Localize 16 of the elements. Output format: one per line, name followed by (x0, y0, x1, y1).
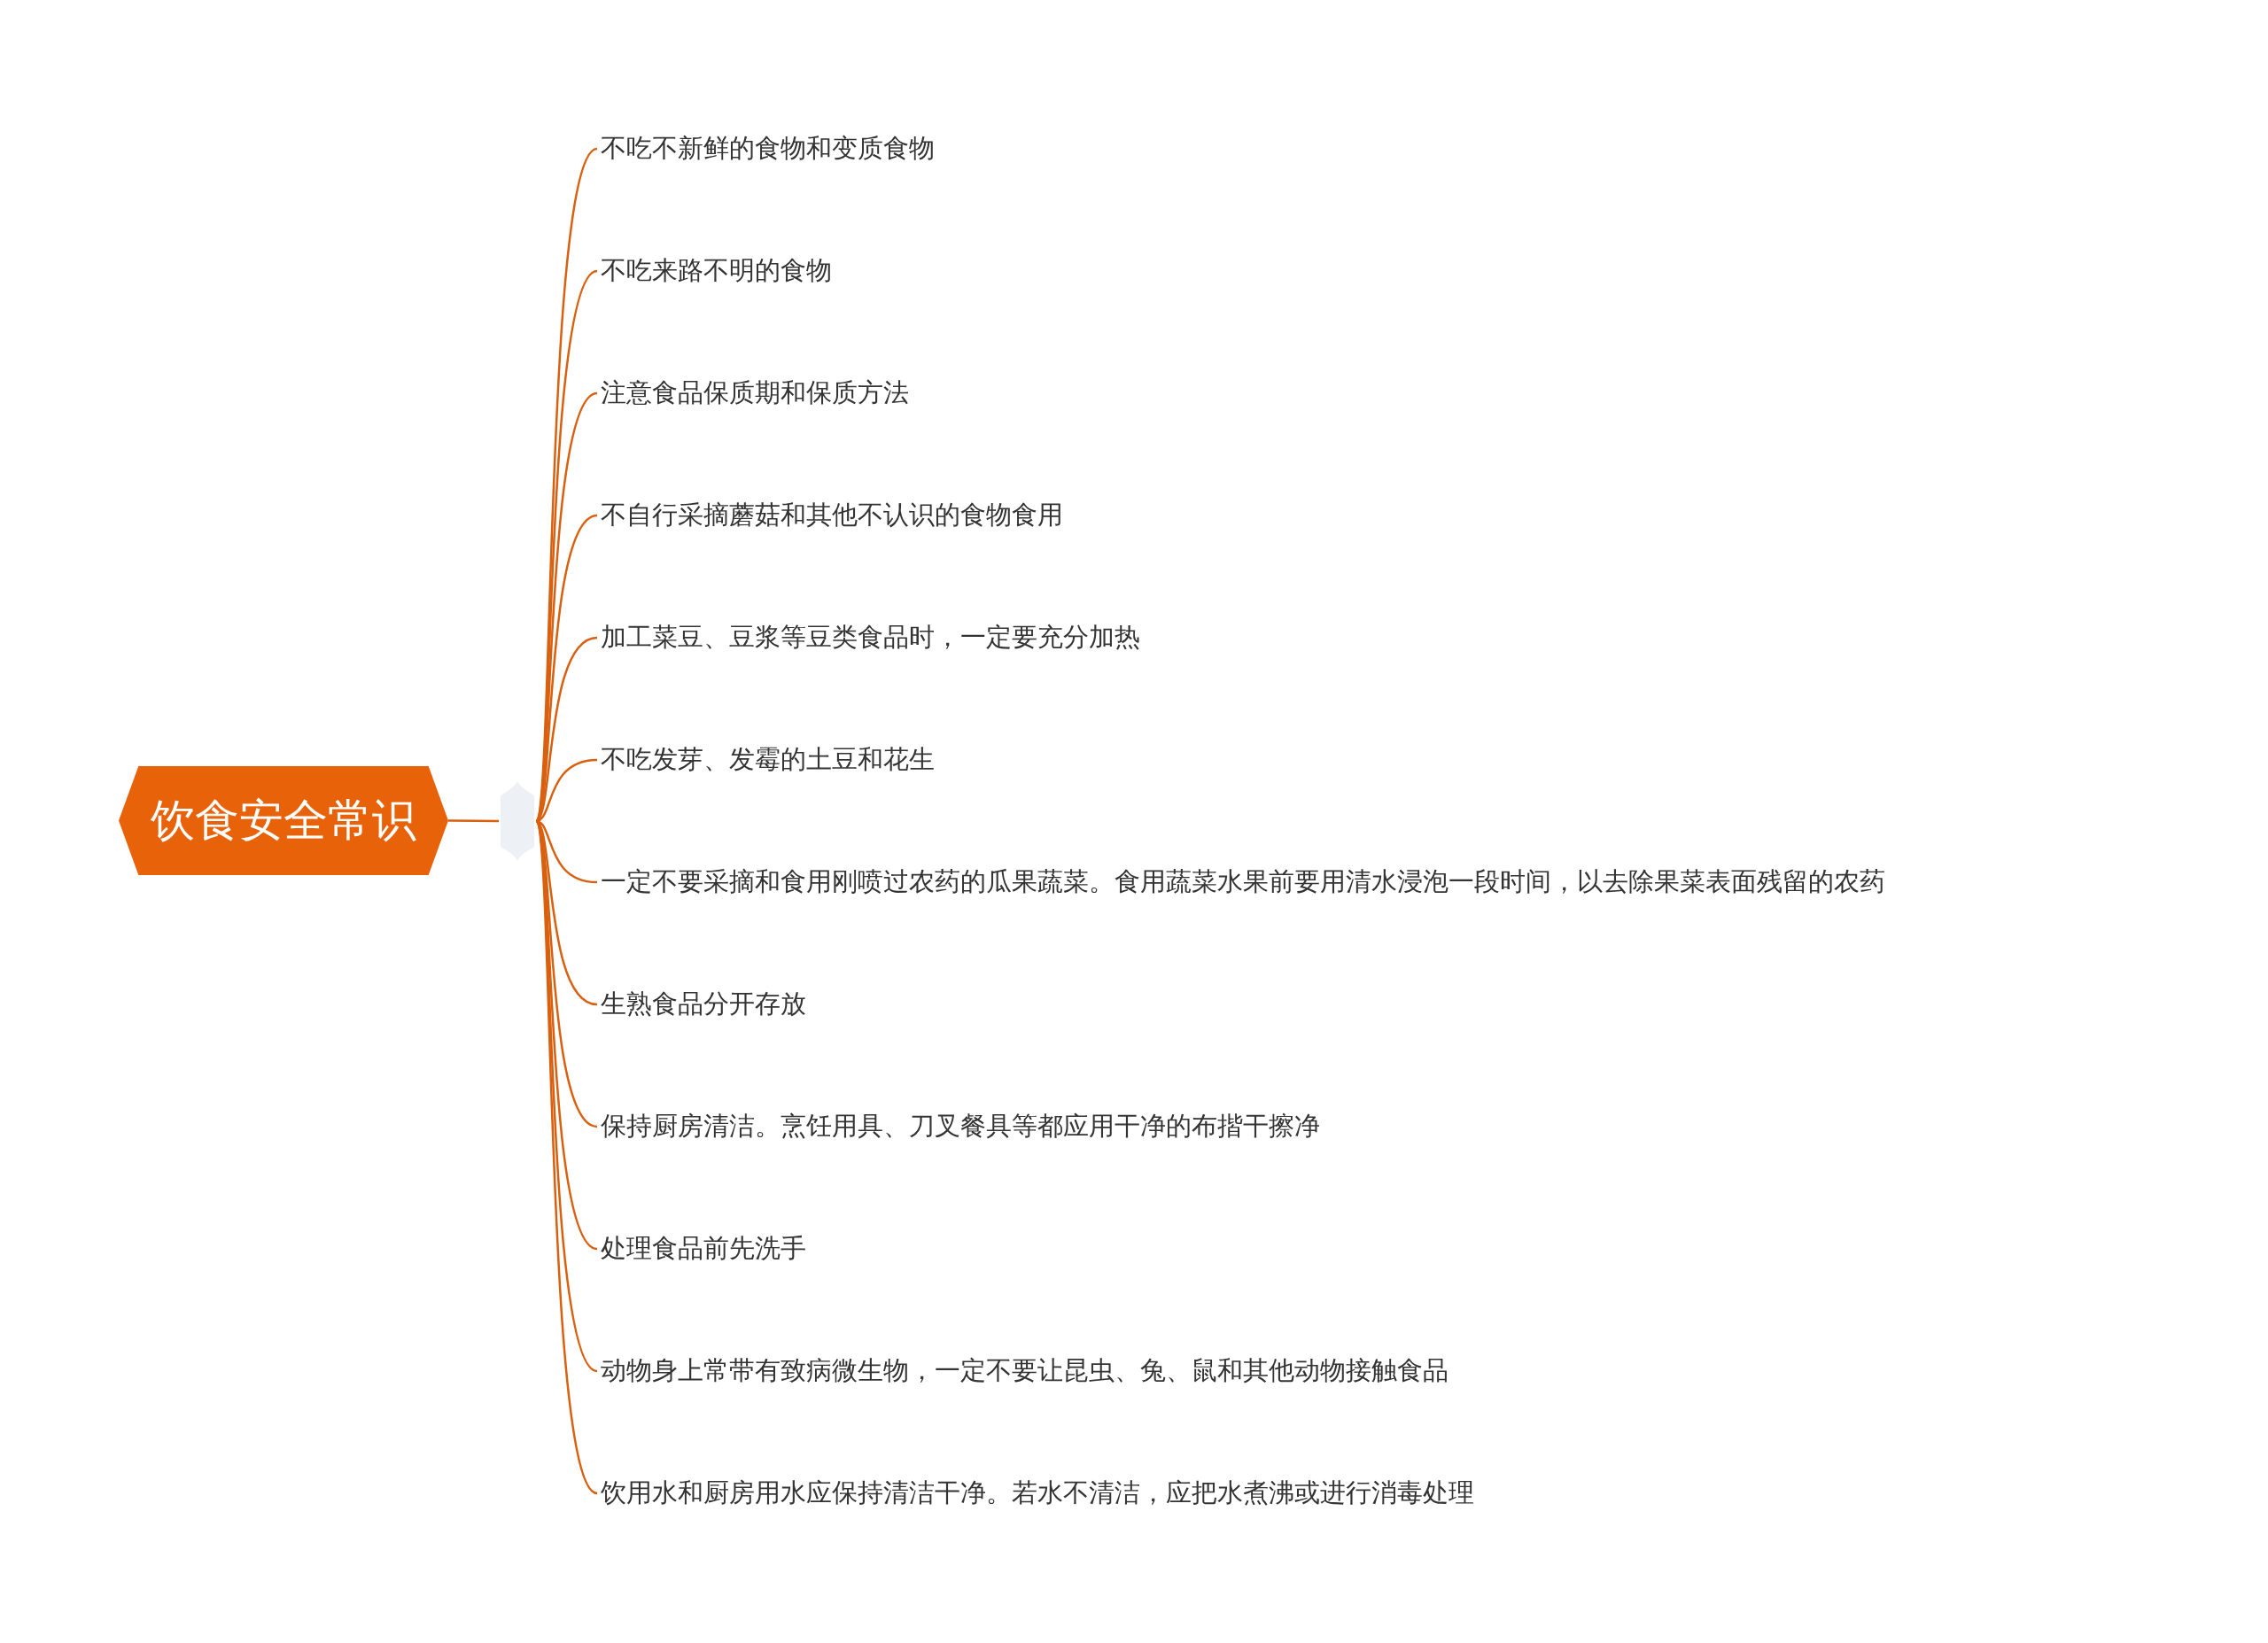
subtopic-text: 生熟食品分开存放 (597, 982, 810, 1027)
subtopic-text: 不吃不新鲜的食物和变质食物 (597, 127, 938, 171)
subtopic-text: 不自行采摘蘑菇和其他不认识的食物食用 (597, 493, 1067, 538)
subtopic-text: 一定不要采摘和食用刚喷过农药的瓜果蔬菜。食用蔬菜水果前要用清水浸泡一段时间，以去除果菜表面残留的农药 (597, 860, 1889, 904)
collapse-toggle (499, 781, 536, 861)
subtopic-text: 饮用水和厨房用水应保持清洁干净。若水不清洁，应把水煮沸或进行消毒处理 (597, 1471, 1478, 1515)
subtopic-text: 处理食品前先洗手 (597, 1227, 810, 1271)
connector-line (534, 514, 598, 822)
subtopic-text: 保持厨房清洁。烹饪用具、刀叉餐具等都应用干净的布揩干擦净 (597, 1104, 1324, 1149)
subtopic-text: 不吃来路不明的食物 (597, 249, 835, 293)
connector-line (534, 820, 598, 1494)
subtopic-text: 注意食品保质期和保质方法 (597, 371, 913, 415)
subtopic-text: 不吃发芽、发霉的土豆和花生 (597, 738, 938, 782)
subtopic-text: 加工菜豆、豆浆等豆类食品时，一定要充分加热 (597, 616, 1144, 660)
connector-line (448, 819, 499, 823)
subtopic-text: 动物身上常带有致病微生物，一定不要让昆虫、兔、鼠和其他动物接触食品 (597, 1349, 1452, 1393)
